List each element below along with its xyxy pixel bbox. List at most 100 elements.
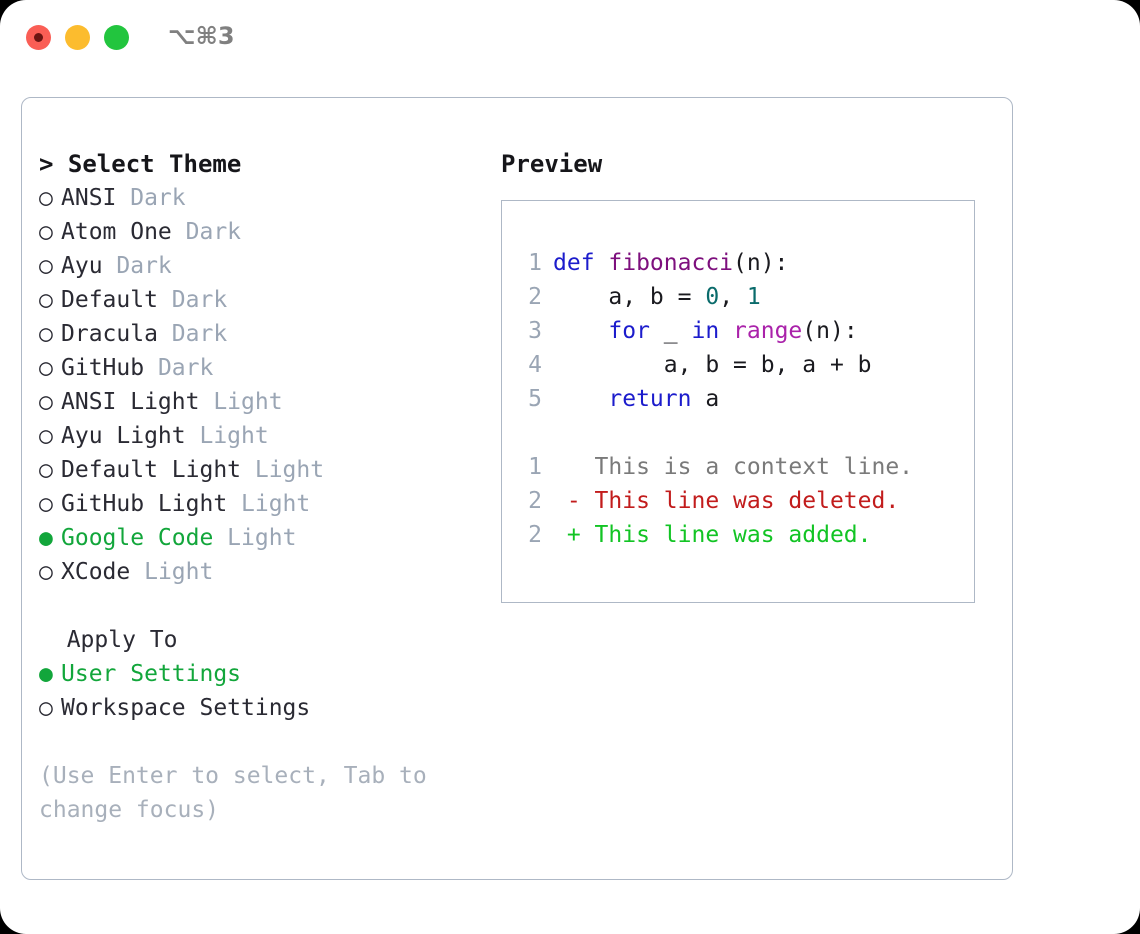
theme-option-tag: Dark [102, 253, 172, 279]
radio-unselected-icon[interactable]: ○ [39, 491, 53, 517]
theme-option-name: ANSI Light [61, 389, 200, 415]
theme-option-row[interactable]: ○GitHub Dark [39, 351, 479, 385]
traffic-light-controls [26, 25, 129, 50]
minimize-button-icon[interactable] [65, 25, 90, 50]
radio-unselected-icon[interactable]: ○ [39, 219, 53, 245]
theme-option-name: GitHub [61, 355, 145, 381]
theme-option-tag: Light [130, 559, 214, 585]
diff-sample: 1 This is a context line.2 - This line w… [520, 450, 974, 552]
diff-line: 1 This is a context line. [520, 450, 974, 484]
preview-header: Preview [501, 150, 603, 178]
apply-to-header: Apply To [39, 627, 178, 653]
title-bar: ⌥⌘3 [0, 0, 1140, 78]
close-inner-dot [34, 33, 43, 42]
apply-to-option-row[interactable]: ○ Workspace Settings [39, 691, 479, 725]
keyboard-hint-text: (Use Enter to select, Tab to change focu… [39, 763, 441, 823]
token-pl [553, 318, 608, 344]
token-del: - This line was deleted. [553, 488, 900, 514]
line-number: 4 [528, 352, 542, 378]
token-kw: in [691, 318, 720, 344]
diff-line: 2 - This line was deleted. [520, 484, 974, 518]
main-panel: > Select Theme ○ANSI Dark○Atom One Dark○… [21, 97, 1013, 880]
theme-option-row[interactable]: ○GitHub Light Light [39, 487, 479, 521]
theme-option-row[interactable]: ○ XCode Light [39, 555, 479, 589]
theme-option-tag: Light [199, 389, 283, 415]
line-number: 3 [528, 318, 542, 344]
code-line: 4 a, b = b, a + b [520, 348, 974, 382]
radio-unselected-icon[interactable]: ○ [39, 423, 53, 449]
line-number: 5 [528, 386, 542, 412]
theme-option-name: XCode [61, 559, 131, 585]
line-number: 2 [528, 522, 542, 548]
theme-option-tag: Dark [171, 219, 242, 245]
token-pl: a [691, 386, 720, 412]
apply-to-option-name: Workspace Settings [61, 695, 311, 721]
token-pl: _ [649, 318, 692, 344]
theme-option-tag: Dark [157, 287, 228, 313]
maximize-button-icon[interactable] [104, 25, 129, 50]
token-ctx: This is a context line. [553, 454, 914, 480]
apply-to-list[interactable]: ●User Settings ○ Workspace Settings [39, 657, 479, 725]
theme-option-name: Ayu [61, 253, 103, 279]
radio-unselected-icon[interactable]: ○ [39, 185, 53, 211]
theme-option-name: ANSI [61, 185, 117, 211]
theme-option-row[interactable]: ○Atom One Dark [39, 215, 479, 249]
token-pl: a, b = [553, 284, 706, 310]
token-pl [553, 386, 608, 412]
diff-spacer [520, 416, 974, 450]
theme-list[interactable]: ○ANSI Dark○Atom One Dark○Ayu Dark○Defaul… [39, 181, 479, 589]
radio-selected-icon[interactable]: ● [39, 661, 53, 687]
radio-unselected-icon[interactable]: ○ [39, 253, 53, 279]
theme-option-tag: Light [185, 423, 269, 449]
line-number: 2 [528, 284, 542, 310]
radio-unselected-icon[interactable]: ○ [39, 559, 53, 585]
select-theme-header: > Select Theme [39, 150, 242, 178]
radio-unselected-icon[interactable]: ○ [39, 355, 53, 381]
theme-option-tag: Light [241, 457, 325, 483]
radio-unselected-icon[interactable]: ○ [39, 321, 53, 347]
token-fn: fibonacci [608, 250, 734, 276]
code-line: 5 return a [520, 382, 974, 416]
theme-option-name: Dracula [61, 321, 158, 347]
token-pl: a, b = b, a + b [553, 352, 872, 378]
theme-option-tag: Dark [116, 185, 186, 211]
radio-unselected-icon[interactable]: ○ [39, 457, 53, 483]
close-button-icon[interactable] [26, 25, 51, 50]
theme-option-row[interactable]: ● Google Code Light [39, 521, 479, 555]
theme-option-row[interactable]: ○ Ayu Dark [39, 249, 479, 283]
theme-option-tag: Light [227, 491, 311, 517]
line-number: 1 [528, 454, 542, 480]
token-pl: (n): [733, 250, 789, 276]
code-line: 2 a, b = 0, 1 [520, 280, 974, 314]
theme-option-row[interactable]: ○ ANSI Light Light [39, 385, 479, 419]
token-add: + This line was added. [553, 522, 872, 548]
theme-option-tag: Light [213, 525, 297, 551]
radio-unselected-icon[interactable]: ○ [39, 389, 53, 415]
token-kw: def [553, 250, 609, 276]
theme-option-row[interactable]: ○ ANSI Dark [39, 181, 479, 215]
section-spacer [39, 589, 479, 623]
token-pl: (n): [802, 318, 858, 344]
hint-spacer [39, 725, 479, 759]
token-kw: for [608, 318, 650, 344]
theme-option-name: Ayu Light [61, 423, 186, 449]
radio-unselected-icon[interactable]: ○ [39, 695, 53, 721]
token-num: 1 [746, 284, 761, 310]
theme-option-row[interactable]: ○Dracula Dark [39, 317, 479, 351]
theme-option-name: Google Code [61, 525, 214, 551]
keyboard-shortcut-label: ⌥⌘3 [168, 22, 235, 50]
theme-option-row[interactable]: ○Default Dark [39, 283, 479, 317]
theme-option-row[interactable]: ○ Ayu Light Light [39, 419, 479, 453]
token-pl [719, 318, 733, 344]
apply-to-option-row[interactable]: ●User Settings [39, 657, 479, 691]
code-line: 1 def fibonacci(n): [520, 246, 974, 280]
panel-columns: > Select Theme ○ANSI Dark○Atom One Dark○… [22, 98, 1012, 879]
radio-unselected-icon[interactable]: ○ [39, 287, 53, 313]
theme-option-name: Default Light [61, 457, 242, 483]
line-number: 1 [528, 250, 542, 276]
theme-option-row[interactable]: ○ Default Light Light [39, 453, 479, 487]
radio-selected-icon[interactable]: ● [39, 525, 53, 551]
